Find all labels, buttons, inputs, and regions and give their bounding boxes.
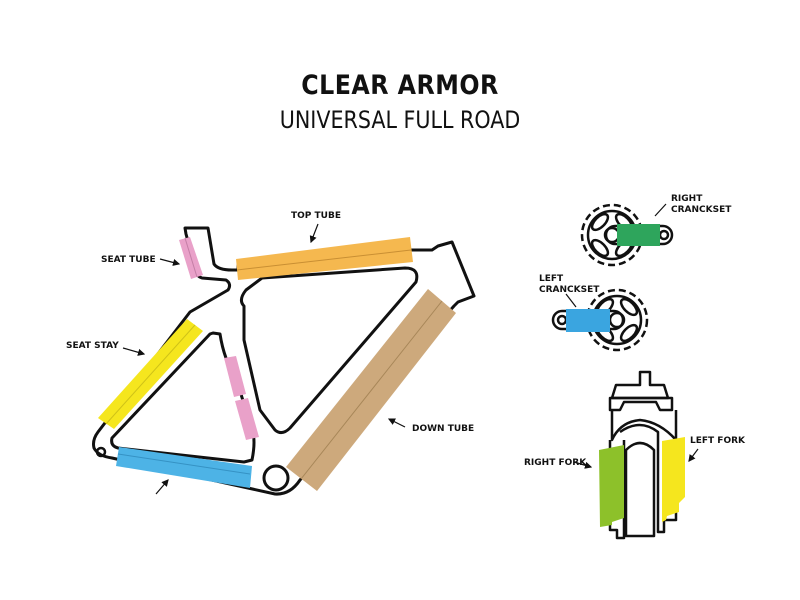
page-title: CLEAR ARMOR <box>301 70 499 101</box>
fork-steerer <box>610 370 670 400</box>
down-tube-crease <box>300 300 443 480</box>
down-tube-strip <box>286 289 456 491</box>
rear-dropout <box>95 446 107 458</box>
bottom-bracket <box>262 464 290 492</box>
chain-stay-strip <box>116 447 252 488</box>
arrow-down-tube <box>387 418 406 428</box>
label-left-fork: LEFT FORK <box>690 436 746 446</box>
label-right-crank-line1: RIGHT <box>671 194 703 204</box>
seat-tube-strip <box>179 237 203 279</box>
seat-tube-crease <box>184 237 198 278</box>
chain-stay-crease <box>117 453 251 475</box>
label-seat-tube: SEAT TUBE <box>101 255 156 265</box>
label-right-crank-line2: CRANCKSET <box>671 205 732 215</box>
top-tube-crease <box>236 249 412 271</box>
right-chainring-cutout <box>590 238 610 258</box>
frame-main-triangle <box>239 266 419 435</box>
top-tube-strip <box>236 237 413 280</box>
top-tube-patch <box>236 237 413 280</box>
arrow-seat-tube <box>159 258 181 266</box>
right-crank-patch <box>617 224 660 246</box>
arrow-chain-stay <box>155 479 169 495</box>
left-chainring-cutout <box>619 323 639 343</box>
fork-arch <box>610 410 678 442</box>
label-right-fork: RIGHT FORK <box>524 458 587 468</box>
arrow-left-fork <box>688 448 699 462</box>
seat-stay-crease <box>105 324 196 425</box>
page-subtitle: UNIVERSAL FULL ROAD <box>279 106 521 134</box>
right-fork-patch <box>599 445 624 527</box>
label-top-tube: TOP TUBE <box>291 211 341 221</box>
seat-tube-lower-strips <box>224 356 259 440</box>
chain-stay-patch <box>116 447 252 488</box>
arrow-seat-stay <box>122 347 146 356</box>
label-left-crank-line2: CRANCKSET <box>539 285 600 295</box>
arrow-left-crank <box>565 293 577 308</box>
seat-tube-lower-patch-2 <box>235 398 259 440</box>
fork-crown <box>608 396 674 412</box>
label-down-tube: DOWN TUBE <box>412 424 474 434</box>
seat-tube-lower-patch-1 <box>224 356 246 397</box>
arrow-right-fork <box>573 461 593 469</box>
arrow-top-tube <box>309 223 319 244</box>
left-fork-patch <box>662 437 685 522</box>
seat-stay-strip <box>98 319 203 429</box>
right-pedal-hole <box>658 229 670 241</box>
left-chainring-cutout <box>619 297 639 317</box>
arrow-right-crank <box>654 203 667 217</box>
right-chainring-cutout <box>590 212 610 232</box>
left-pedal-hole <box>556 314 568 326</box>
label-seat-stay: SEAT STAY <box>66 341 119 351</box>
left-crank-patch <box>566 309 610 332</box>
label-left-crank-line1: LEFT <box>539 274 564 284</box>
fork-inner-gap <box>624 441 656 538</box>
